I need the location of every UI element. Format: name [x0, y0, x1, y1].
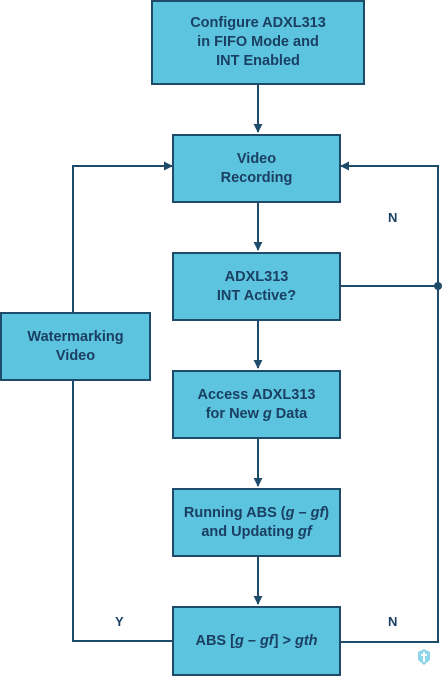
edge-label-y: Y: [115, 614, 124, 629]
node-running-label: Running ABS (g – gf)and Updating gf: [183, 504, 330, 540]
edge-label-n-top: N: [388, 210, 398, 225]
node-access-g-data: Access ADXL313 for New g Data: [172, 370, 341, 439]
loop-int-no-to-recording: [339, 161, 439, 287]
node-int-active: ADXL313 INT Active?: [172, 252, 341, 321]
path-watermark-to-recording: [72, 161, 173, 312]
edge-label-n-bottom: N: [388, 614, 398, 629]
node-watermark-label: Watermarking Video: [27, 328, 124, 364]
node-configure-adxl313: Configure ADXL313 in FIFO Mode and INT E…: [151, 0, 365, 85]
node-recording-label: Video Recording: [220, 150, 293, 186]
node-configure-label: Configure ADXL313 in FIFO Mode and INT E…: [190, 15, 326, 69]
junction-dot: [434, 282, 442, 290]
node-running-abs: Running ABS (g – gf)and Updating gf: [172, 488, 341, 557]
node-compare-label: ABS [g – gf] > gth: [195, 632, 318, 649]
node-watermarking-video: Watermarking Video: [0, 312, 151, 381]
path-compare-yes-to-watermark: [72, 381, 175, 642]
watermark-logo-icon: [410, 643, 438, 671]
node-access-label: Access ADXL313 for New g Data: [197, 386, 316, 422]
loop-compare-no-to-junction: [339, 286, 439, 643]
node-abs-compare-threshold: ABS [g – gf] > gth: [172, 606, 341, 676]
node-video-recording: Video Recording: [172, 134, 341, 203]
node-int-active-label: ADXL313 INT Active?: [216, 268, 297, 304]
